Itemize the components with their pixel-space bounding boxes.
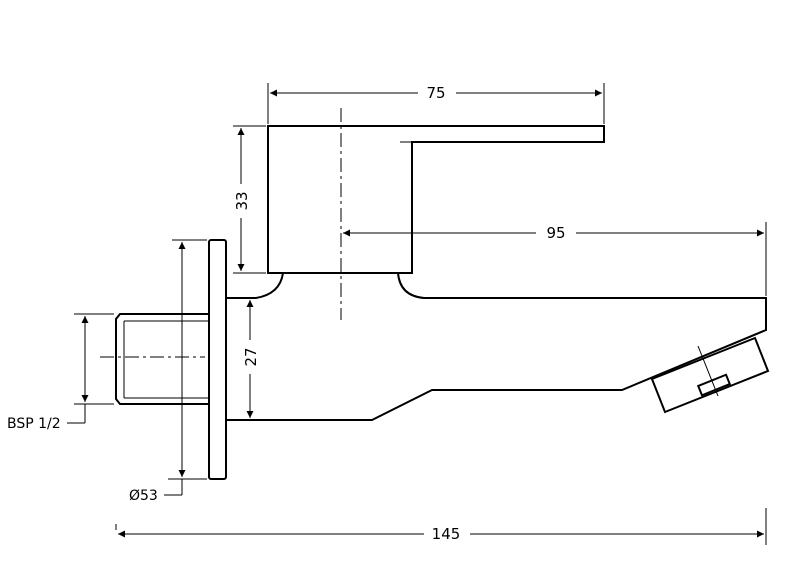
label-thread-size: BSP 1/2 [7, 416, 61, 432]
dim-overall-length: 145 [432, 525, 461, 543]
aerator-centerline [697, 345, 719, 397]
dim-handle-height: 33 [233, 191, 251, 210]
label-flange-diameter: Ø53 [129, 488, 158, 504]
dim-spout-reach: 95 [546, 224, 565, 242]
threaded-inlet [115, 313, 209, 405]
aerator-nozzle [650, 336, 770, 414]
faucet-body [226, 272, 767, 421]
dim-handle-length: 75 [426, 84, 445, 102]
handle-lever [267, 125, 605, 274]
dim-body-height: 27 [242, 347, 260, 366]
wall-flange [208, 239, 227, 480]
